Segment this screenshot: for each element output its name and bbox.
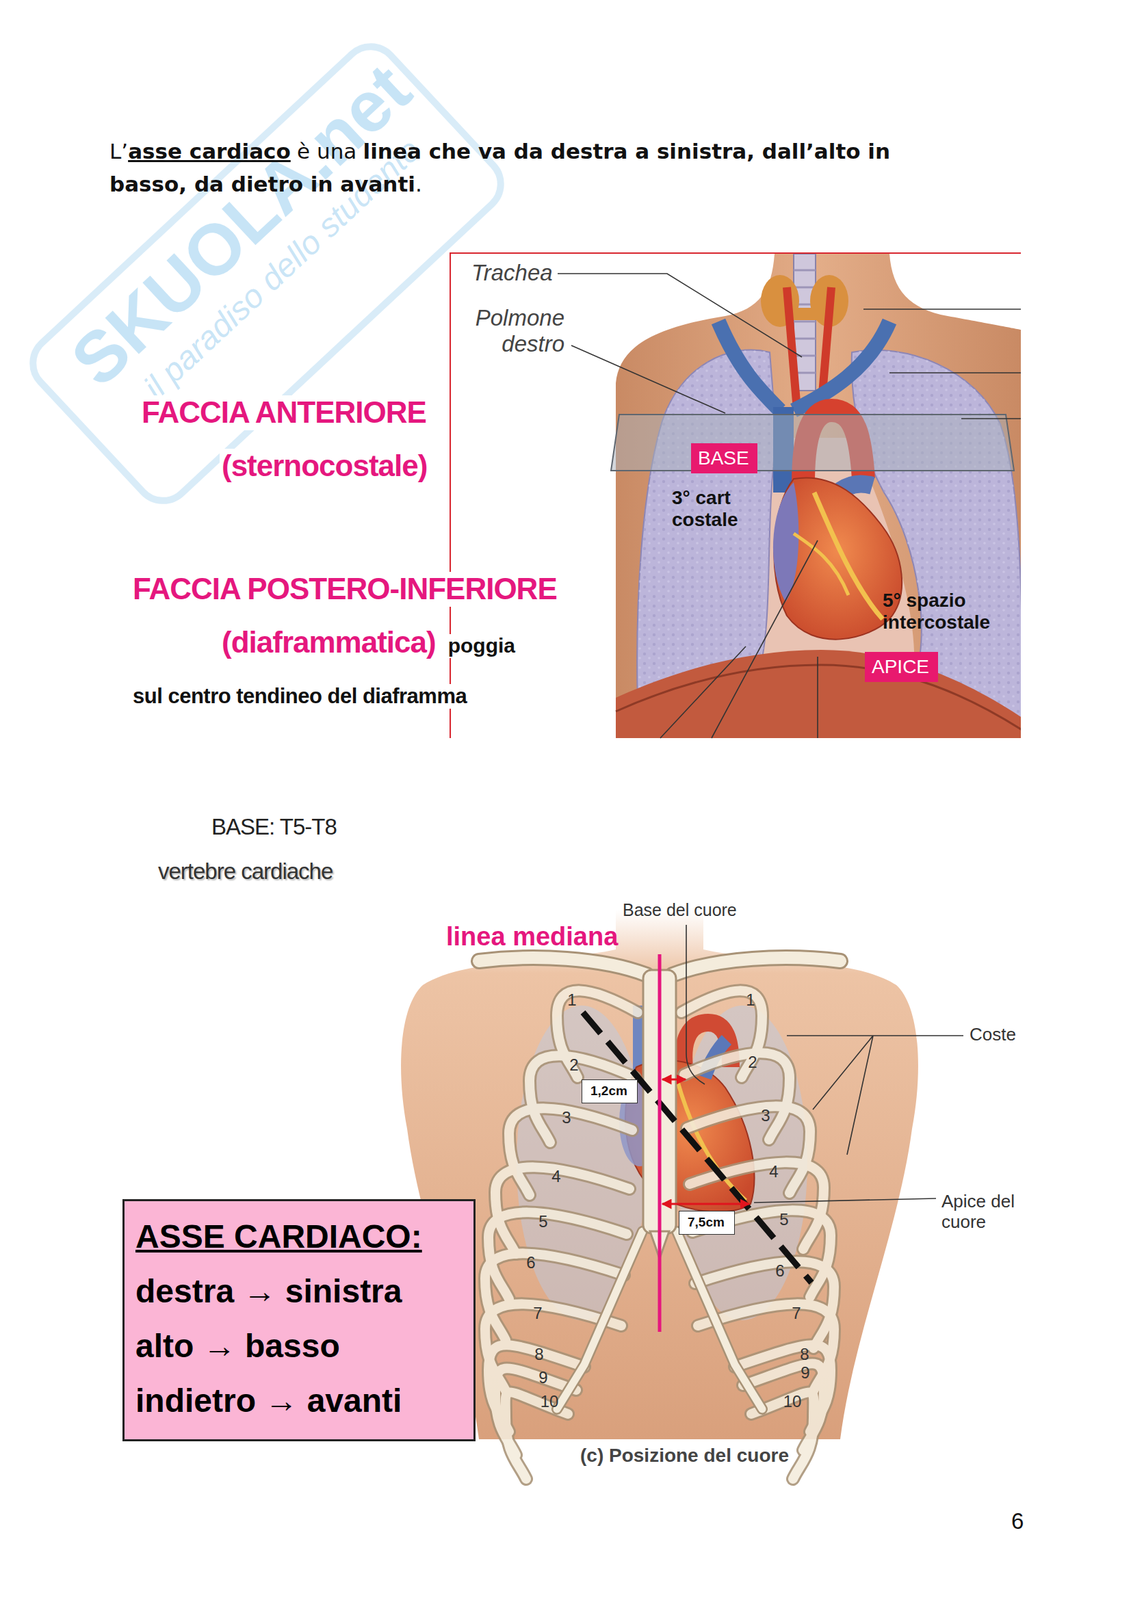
leader-line [686, 925, 705, 1085]
box-line: destra → sinistra [135, 1264, 402, 1320]
rib-number: 10 [540, 1392, 559, 1412]
structure-label: Coste [969, 1024, 1017, 1046]
rib-number: 9 [800, 1363, 810, 1383]
thorax-illustration [450, 253, 1021, 739]
rib-number: 8 [799, 1345, 809, 1365]
rib [505, 1392, 568, 1480]
vein [793, 321, 890, 411]
structure-label: Base del cuore [622, 900, 737, 921]
midline [658, 954, 662, 1333]
leader-line [889, 372, 1021, 374]
region-tag: APICE [864, 652, 939, 683]
rib [689, 1162, 824, 1250]
dimension-arrow [662, 1203, 750, 1206]
leader-lines [557, 273, 1021, 739]
diaphragm [615, 650, 1021, 739]
landmark-label: 5° spazio intercostale [882, 589, 1023, 634]
box-title: 7,5cm [687, 1215, 725, 1231]
page-number: 6 [1011, 1508, 1024, 1535]
heading: L’asse cardiacoè unalinea che va da dest… [109, 134, 972, 201]
rib-number: 7 [533, 1304, 542, 1324]
face-label: (sternocostale) [219, 448, 429, 484]
structure-label: Apice del cuore [941, 1191, 1031, 1233]
leader-line [711, 540, 818, 739]
structure-label: Polmone destro [451, 305, 565, 358]
note: sul centro tendineo del diaframma [130, 684, 469, 709]
summary-box: ASSE CARDIACO:destra → sinistraalto → ba… [122, 1199, 476, 1442]
rib-number: 10 [783, 1392, 802, 1412]
face-label: FACCIA ANTERIORE [139, 395, 429, 431]
leader-line [816, 656, 819, 739]
note: BASE: T5-T8 [211, 814, 337, 841]
figure-caption: (c) Posizione del cuore [580, 1445, 789, 1467]
rib-number: 4 [769, 1162, 778, 1182]
lung-texture [637, 350, 777, 707]
torso-skin [400, 910, 919, 1440]
box-title: APICE [871, 655, 930, 679]
heading-text: . [415, 171, 423, 197]
structure-label: Trachea [471, 260, 553, 286]
leader-line [786, 1035, 964, 1155]
face-label: FACCIA POSTERO-INFERIORE [130, 572, 559, 607]
rib-number: 2 [747, 1053, 757, 1073]
watermark-frame [21, 35, 513, 513]
figure-frame [450, 253, 1021, 739]
rib-number: 4 [551, 1167, 561, 1187]
landmark-label: 3° cart costale [671, 487, 761, 531]
region-tag: BASE [691, 443, 758, 474]
rib-number: 2 [569, 1055, 579, 1075]
box-line: alto → basso [135, 1319, 341, 1374]
section-plane [611, 414, 1014, 471]
heart-border-line [582, 1012, 812, 1283]
dimension-box: 1,2cm [581, 1079, 638, 1104]
rib [505, 1392, 568, 1480]
dimension-arrow [662, 1079, 686, 1082]
leader-line [660, 646, 746, 739]
rib-number: 3 [760, 1106, 770, 1126]
rib-number: 6 [526, 1253, 536, 1273]
heading-text: L’ [109, 138, 128, 164]
rib-number: 1 [567, 990, 577, 1010]
box-line: indietro → avanti [135, 1373, 402, 1429]
vein [718, 321, 780, 411]
chest-illustration [400, 910, 919, 1480]
leader-line [961, 418, 1021, 420]
rib-number: 3 [561, 1108, 571, 1128]
rib-number: 8 [534, 1345, 544, 1365]
note: vertebre cardiache [158, 858, 333, 885]
leader-lines [686, 925, 964, 1203]
leader-line [754, 1198, 936, 1203]
leader-line [863, 308, 1021, 310]
watermark: SKUOLA.net [22, 17, 460, 433]
rib-number: 5 [538, 1212, 548, 1232]
leader-line [557, 273, 802, 358]
rib-number: 1 [745, 990, 755, 1010]
heading-text: è una [296, 138, 357, 164]
rib-number: 9 [538, 1368, 548, 1388]
line-label: linea mediana [446, 922, 618, 953]
watermark-logo [21, 35, 513, 513]
rib-number: 7 [791, 1304, 801, 1324]
coronary [793, 533, 849, 596]
heading-text: asse cardiaco [127, 138, 291, 164]
right-lung [637, 350, 777, 707]
box-title: 1,2cm [590, 1083, 628, 1100]
trachea-rings [793, 270, 816, 373]
rib-number: 6 [775, 1261, 785, 1281]
dimension-box: 7,5cm [678, 1211, 735, 1235]
rib-number: 5 [779, 1210, 789, 1230]
box-title: BASE [697, 446, 750, 471]
box-title: ASSE CARDIACO: [135, 1209, 423, 1265]
leader-line [571, 345, 726, 414]
note: poggia [446, 634, 518, 659]
face-label: (diaframmatica) [219, 625, 438, 661]
